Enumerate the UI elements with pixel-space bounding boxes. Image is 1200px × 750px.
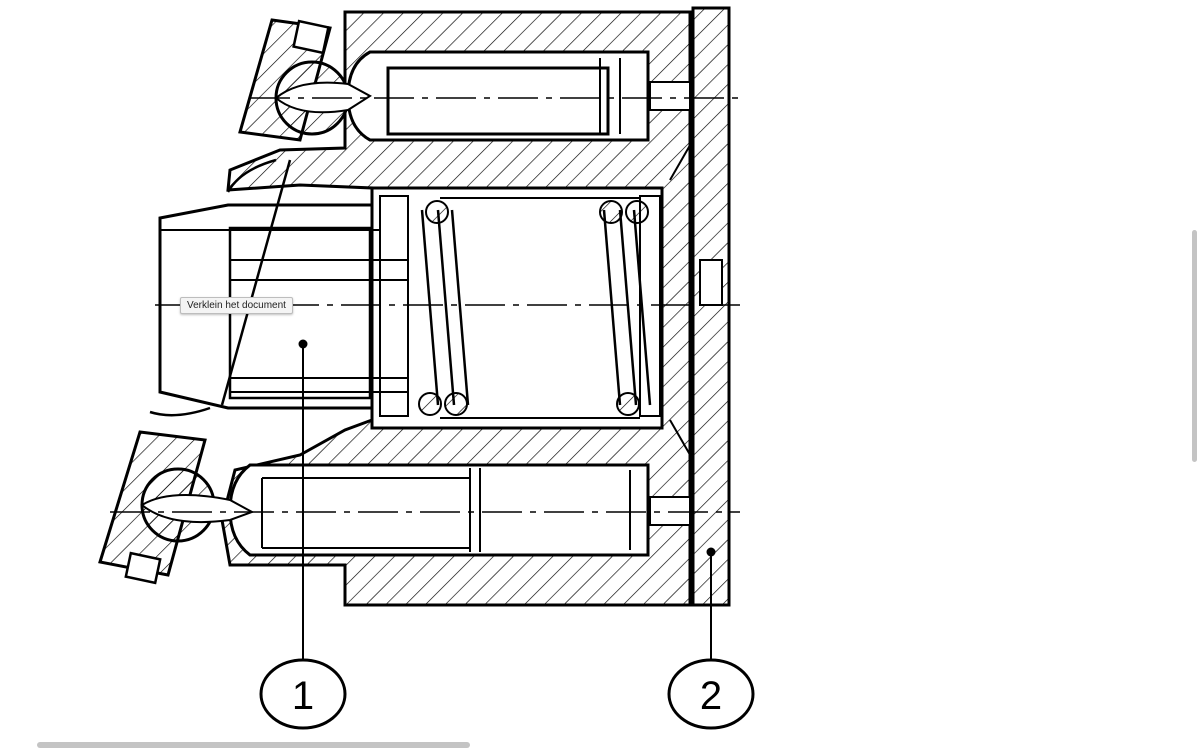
zoom-out-tooltip: Verklein het document bbox=[180, 297, 293, 314]
horizontal-scrollbar-thumb[interactable] bbox=[37, 742, 470, 748]
callout-2: 2 bbox=[667, 547, 755, 730]
callout-1: 1 bbox=[259, 339, 347, 730]
callout-label-2: 2 bbox=[700, 674, 722, 718]
compression-spring bbox=[420, 197, 652, 419]
horizontal-scrollbar[interactable] bbox=[0, 740, 1200, 750]
lower-slipper-ball bbox=[98, 430, 255, 585]
vertical-scrollbar-thumb[interactable] bbox=[1192, 230, 1197, 462]
swash-plate bbox=[149, 158, 292, 417]
upper-piston-bore bbox=[346, 50, 691, 142]
vertical-scrollbar[interactable] bbox=[1188, 0, 1200, 740]
spring-coil-sections bbox=[418, 200, 649, 416]
spring-chamber bbox=[370, 186, 664, 430]
callout-label-1: 1 bbox=[292, 674, 314, 718]
lower-piston-bore bbox=[228, 463, 691, 557]
